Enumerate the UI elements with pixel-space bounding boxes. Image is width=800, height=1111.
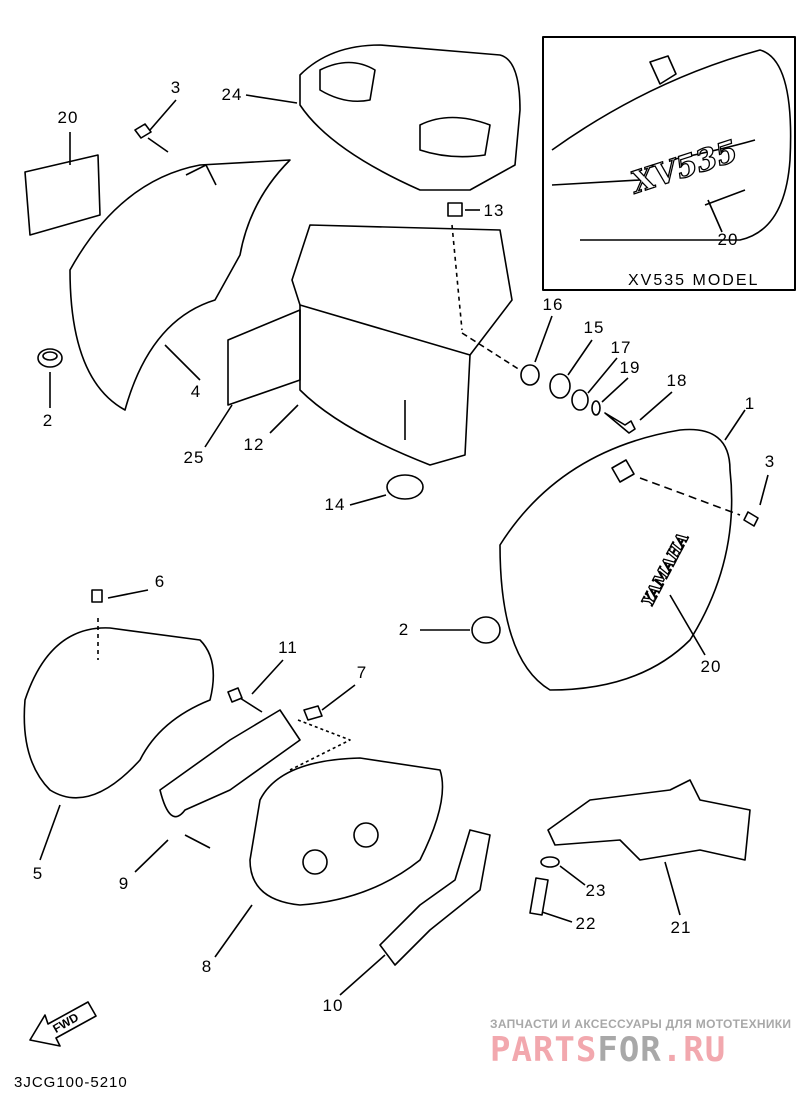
callout-20: 20: [57, 108, 79, 127]
watermark-brand-parts: PARTS: [490, 1030, 598, 1070]
callout-2: 2: [42, 411, 54, 430]
callout-10: 10: [322, 996, 344, 1015]
callout-18: 18: [666, 371, 688, 390]
callout-4: 4: [190, 382, 202, 401]
part-10: [379, 829, 491, 966]
callout-15: 15: [583, 318, 605, 337]
fwd-arrow: [29, 1001, 97, 1047]
watermark-brand-ru: .RU: [661, 1030, 727, 1070]
part-2: [37, 348, 63, 368]
callout-25: 25: [183, 448, 205, 467]
callout-1: 1: [744, 394, 756, 413]
callout-16: 16: [542, 295, 564, 314]
part-20-decal: [24, 154, 101, 236]
part-14: [386, 474, 424, 500]
callout-24: 24: [221, 85, 243, 104]
callout-9: 9: [118, 874, 130, 893]
callout-6: 6: [154, 572, 166, 591]
inset-caption: XV535 MODEL: [628, 272, 760, 289]
callout-23: 23: [585, 881, 607, 900]
part-5: [23, 627, 215, 799]
callout-5: 5: [32, 864, 44, 883]
callout-3: 3: [170, 78, 182, 97]
callout-8: 8: [201, 957, 213, 976]
callout-2: 2: [398, 620, 410, 639]
part-9: [159, 709, 301, 818]
watermark-logo: PARTSFOR.RU: [490, 1030, 726, 1070]
part-8: [249, 757, 444, 906]
callout-11: 11: [278, 638, 298, 657]
part-21: [547, 779, 751, 861]
callout-14: 14: [324, 495, 346, 514]
callout-22: 22: [575, 914, 597, 933]
part-24: [299, 44, 521, 191]
callout-20: 20: [700, 657, 722, 676]
part-1: [499, 428, 733, 691]
callout-13: 13: [483, 201, 505, 220]
callout-19: 19: [619, 358, 641, 377]
callout-12: 12: [243, 435, 265, 454]
callout-7: 7: [356, 663, 368, 682]
diagram-code: 3JCG100-5210: [14, 1074, 128, 1091]
inset-cover: [551, 49, 792, 241]
callout-17: 17: [610, 338, 632, 357]
part-25-decal: [227, 309, 301, 406]
part-12: [291, 224, 513, 356]
part-4: [69, 159, 291, 411]
watermark-brand-for: FOR: [597, 1030, 662, 1070]
callout-21: 21: [670, 918, 692, 937]
callout-20-inset: 20: [717, 230, 739, 249]
inset-frame: [542, 36, 796, 291]
watermark-tagline: ЗАПЧАСТИ И АКСЕССУАРЫ ДЛЯ МОТОТЕХНИКИ: [490, 1017, 792, 1031]
callout-3: 3: [764, 452, 776, 471]
